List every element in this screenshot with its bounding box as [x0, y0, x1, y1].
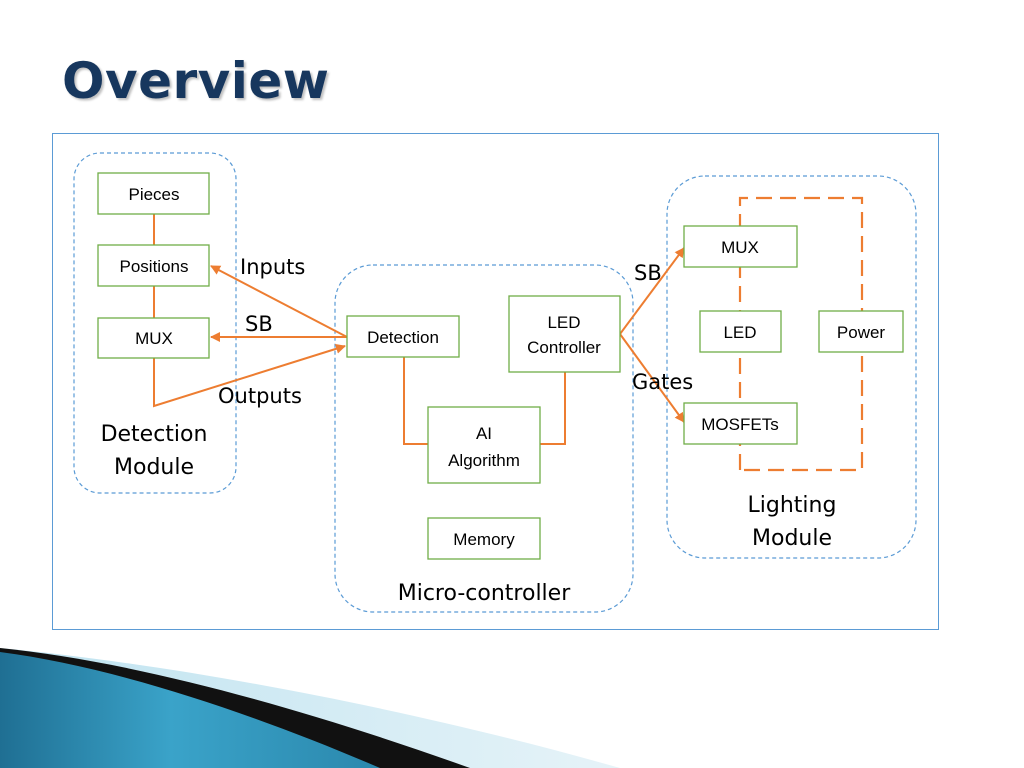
led-controller-ai-link	[540, 372, 566, 445]
detection-box: Detection	[346, 315, 460, 358]
led-controller-box: LED Controller	[508, 295, 621, 373]
lighting-module	[666, 175, 917, 559]
led-box: LED	[699, 310, 782, 353]
positions-box: Positions	[97, 244, 210, 287]
mux-left-box: MUX	[97, 317, 210, 359]
ai-label-line2: Algorithm	[448, 451, 520, 470]
mux-right-label: MUX	[721, 238, 759, 257]
positions-label: Positions	[120, 257, 189, 276]
lighting-module-label-line2: Module	[752, 526, 832, 551]
detection-ai-link	[403, 357, 428, 445]
sb-right-arrow	[619, 247, 685, 335]
led-controller-label-line2: Controller	[527, 338, 601, 357]
detection-module-label-line1: Detection	[101, 422, 208, 447]
lighting-module-label-line1: Lighting	[748, 493, 837, 518]
pieces-box: Pieces	[97, 172, 210, 215]
memory-label: Memory	[453, 530, 515, 549]
mosfets-box: MOSFETs	[683, 402, 798, 445]
outputs-arrow	[153, 343, 346, 408]
sb-right-label: SB	[634, 261, 662, 285]
diagram-frame	[52, 133, 939, 630]
power-label: Power	[837, 323, 886, 342]
mux-right-box: MUX	[683, 225, 798, 268]
mosfets-label: MOSFETs	[701, 415, 778, 434]
detection-label: Detection	[367, 328, 439, 347]
gates-label: Gates	[632, 370, 693, 394]
sb-left-label: SB	[245, 312, 273, 336]
microcontroller-label: Micro-controller	[398, 581, 571, 606]
led-label: LED	[723, 323, 756, 342]
inputs-label: Inputs	[240, 255, 305, 279]
led-controller-label-line1: LED	[547, 313, 580, 332]
ai-label-line1: AI	[476, 424, 492, 443]
detection-module-label-line2: Module	[114, 455, 194, 480]
gates-arrow	[619, 333, 685, 423]
outputs-label: Outputs	[218, 384, 302, 408]
power-box: Power	[818, 310, 904, 353]
power-loop	[738, 196, 864, 472]
detection-module	[73, 152, 237, 494]
slide-title: Overview	[62, 52, 330, 110]
pieces-label: Pieces	[128, 185, 179, 204]
inputs-arrow	[210, 265, 348, 338]
memory-box: Memory	[427, 517, 541, 560]
microcontroller-module	[334, 264, 634, 613]
mux-left-label: MUX	[135, 329, 173, 348]
ai-algorithm-box: AI Algorithm	[427, 406, 541, 484]
